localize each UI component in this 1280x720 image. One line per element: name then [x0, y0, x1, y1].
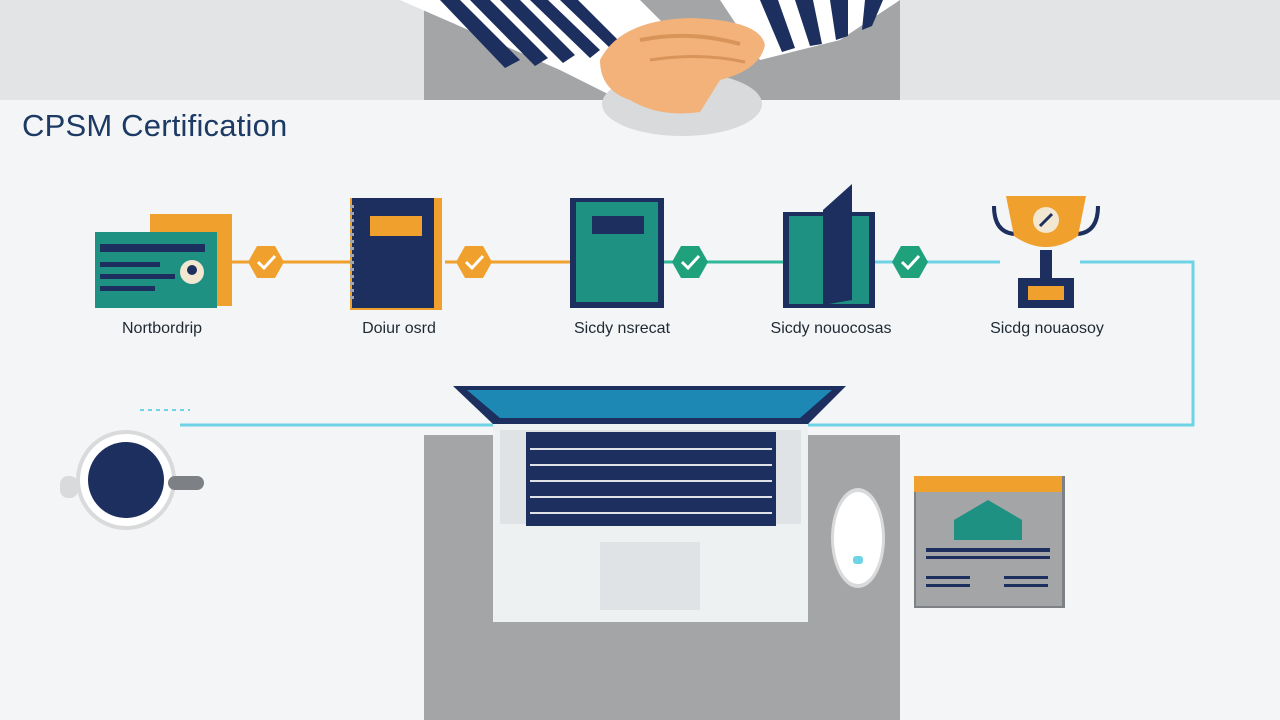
page-title: CPSM Certification [22, 108, 288, 143]
step-label-4: Sicdy nouocosas [770, 320, 892, 337]
open-book-icon [783, 184, 875, 308]
membership-card-icon [95, 214, 232, 308]
check-badge-2 [456, 246, 492, 278]
keyboard-keys [530, 448, 772, 514]
laptop-icon [453, 386, 846, 622]
notebook-icon [350, 198, 442, 310]
certificate-icon [914, 476, 1065, 608]
step-label-3: Sicdy nsrecat [573, 320, 671, 337]
step-label-5: Sicdg nouaosoy [990, 320, 1104, 337]
mouse-icon [831, 488, 885, 588]
coffee-cup-icon [60, 430, 204, 530]
person-arms [400, 0, 900, 136]
trophy-icon [992, 196, 1100, 308]
step-label-2: Doiur osrd [362, 320, 436, 337]
step-label-1: Nortbordrip [121, 320, 203, 337]
check-badge-3 [672, 246, 708, 278]
check-badge-1 [248, 246, 284, 278]
check-badge-4 [892, 246, 928, 278]
study-book-icon [570, 198, 664, 308]
